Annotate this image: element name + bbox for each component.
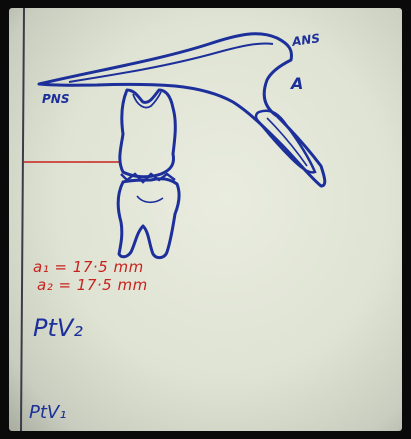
paper-sheet: ANS A PNS a₁ = 17·5 mm a₂ = 17·5 mm PtV₂… <box>9 8 402 431</box>
vertical-reference-line <box>21 8 24 431</box>
incisor-outline <box>256 111 315 173</box>
upper-molar-outline <box>120 90 175 177</box>
lower-molar-root-detail <box>137 196 163 202</box>
label-ptv2: PtV₂ <box>33 314 83 342</box>
maxilla-inner-stroke <box>69 43 273 82</box>
label-a2-measurement: a₂ = 17·5 mm <box>37 276 148 294</box>
label-pns: PNS <box>42 92 69 106</box>
cephalometric-tracing <box>9 8 402 431</box>
lower-molar-outline <box>118 179 179 258</box>
label-a1-measurement: a₁ = 17·5 mm <box>33 258 144 276</box>
maxilla-outline <box>39 34 325 186</box>
label-ptv1: PtV₁ <box>29 402 66 423</box>
label-a: A <box>291 74 303 93</box>
